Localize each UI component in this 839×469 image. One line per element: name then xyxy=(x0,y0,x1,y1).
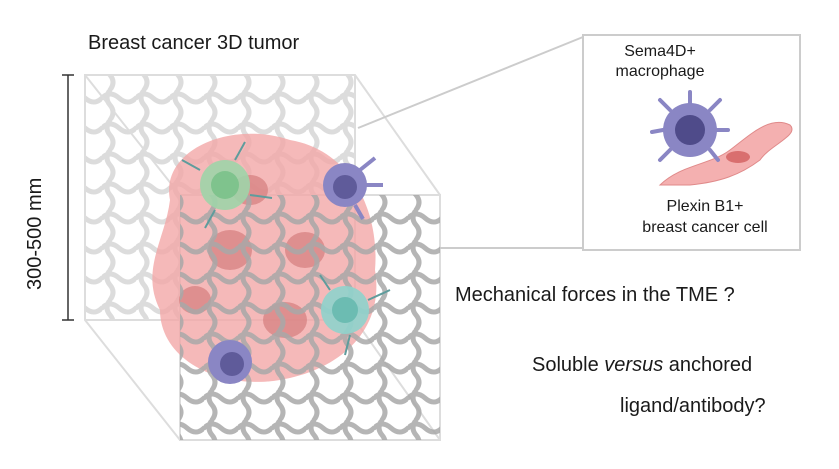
q2-pre: Soluble xyxy=(532,354,605,376)
scale-label: 300-500 mm xyxy=(24,177,46,290)
question-ligand-antibody: ligand/antibody? xyxy=(620,395,766,417)
inset-macrophage xyxy=(650,90,730,162)
t-cell-teal xyxy=(319,274,391,356)
question-mechanical-forces: Mechanical forces in the TME ? xyxy=(455,284,735,306)
question-soluble-anchored: Soluble versus anchored xyxy=(532,354,752,377)
t-cell-green xyxy=(181,141,273,229)
macrophage-label: Sema4D+ macrophage xyxy=(600,42,720,82)
cancer-label-line1: Plexin B1+ xyxy=(666,198,744,215)
macrophage-cube-1 xyxy=(323,156,383,220)
cancer-cell-label: Plexin B1+ breast cancer cell xyxy=(620,196,790,238)
q2-post: anchored xyxy=(663,354,753,376)
diagram-title: Breast cancer 3D tumor xyxy=(88,32,300,54)
zoom-connector xyxy=(357,36,584,249)
macrophage-cube-2 xyxy=(208,340,252,384)
q2-italic: versus xyxy=(604,354,664,376)
macrophage-label-line2: macrophage xyxy=(615,63,705,80)
mesh-fibers xyxy=(180,195,440,440)
scale-bar xyxy=(62,74,74,321)
inset-cancer-cell xyxy=(658,121,793,186)
macrophage-label-line1: Sema4D+ xyxy=(624,43,696,60)
cancer-label-line2: breast cancer cell xyxy=(642,219,768,236)
